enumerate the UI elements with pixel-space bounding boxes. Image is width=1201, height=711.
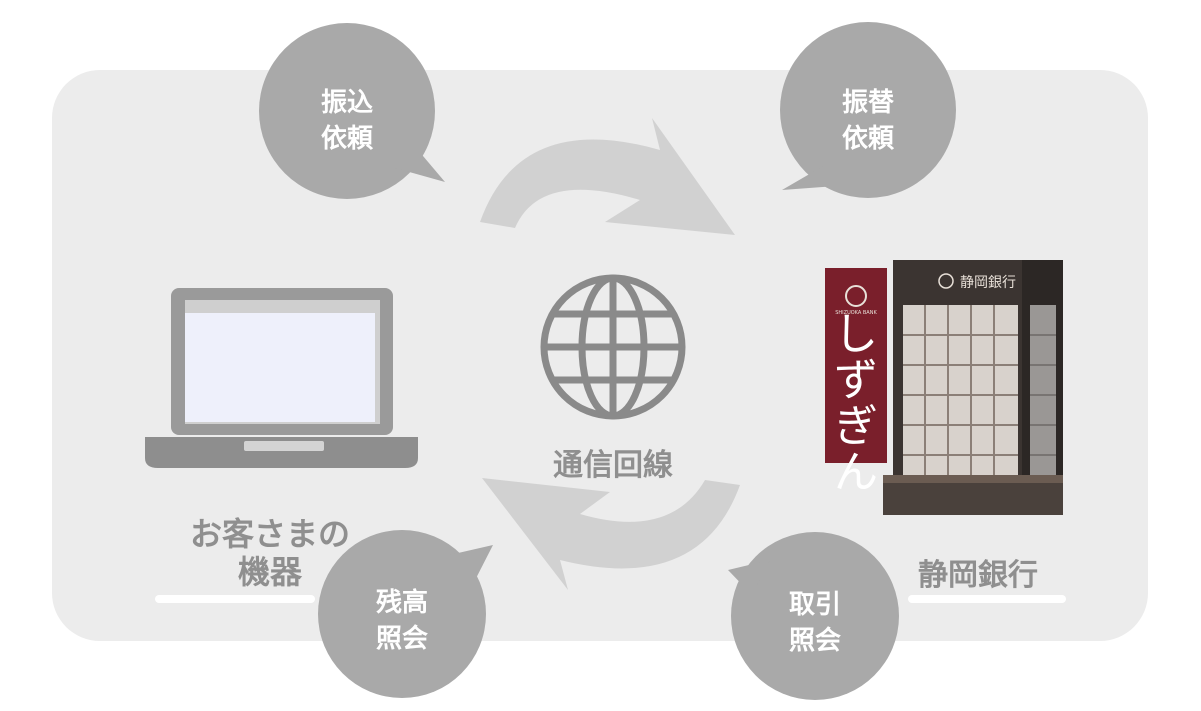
customer-underline [155,595,315,603]
bubble-transfer [259,23,445,199]
vertical-sign: し ず ぎ ん [834,309,878,498]
cycle-arrow-icon [480,118,740,590]
bubble-account-transfer [780,22,956,198]
network-label: 通信回線 [553,448,673,483]
bubble-transfer-text: 振込 依頼 [320,88,373,154]
customer-device-label: お客さまの 機器 [189,515,350,591]
bubble-transaction-text: 取引 照会 [788,590,841,656]
bubble-account-transfer-text: 振替 依頼 [841,88,894,154]
bank-label: 静岡銀行 [918,558,1038,593]
bubble-balance [318,530,493,698]
bubble-transaction [728,532,899,700]
laptop-icon [145,288,418,468]
bubble-balance-text: 残高 照会 [375,588,428,654]
bottom-arrow [482,478,740,590]
logo-caption: SHIZUOKA BANK [835,310,877,316]
top-arrow [480,118,735,235]
bank-building-icon [825,260,1063,515]
globe-icon [540,274,686,420]
bank-underline [908,595,1066,603]
facade-bank-name: 静岡銀行 [960,275,1016,291]
